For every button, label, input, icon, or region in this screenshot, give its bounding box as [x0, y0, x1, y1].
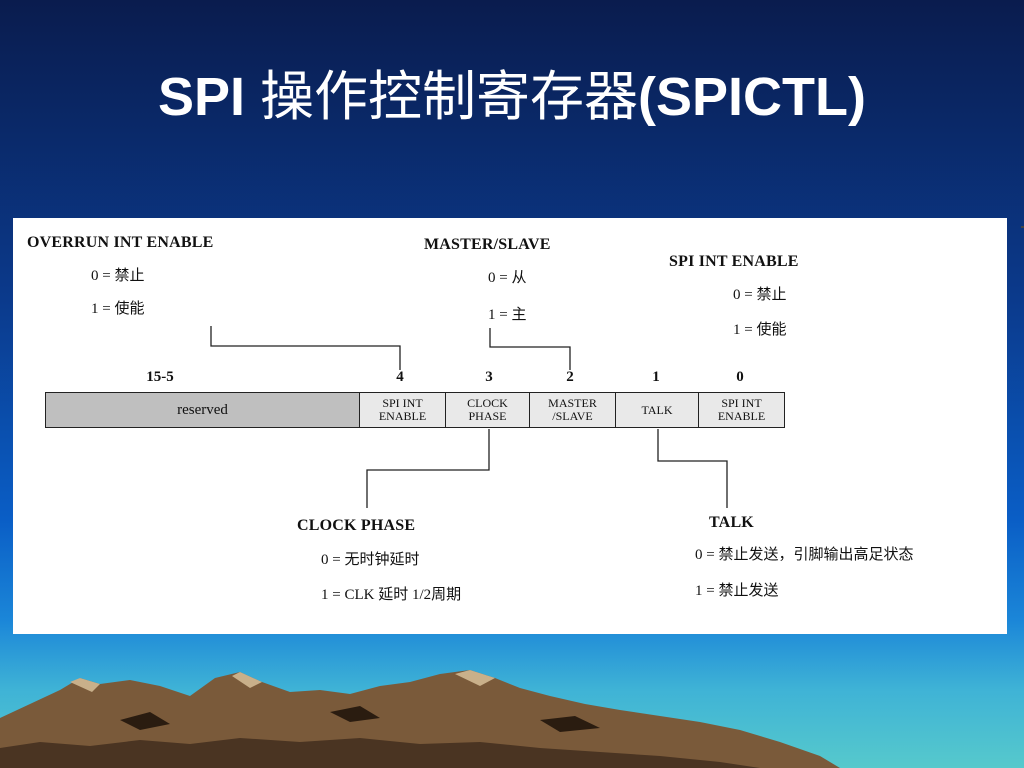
clock-phase-heading: CLOCK PHASE [297, 517, 416, 534]
master-slave-opt1: 1 = 主 [488, 307, 527, 323]
master-slave-opt0: 0 = 从 [488, 270, 527, 286]
master-slave-heading: MASTER/SLAVE [424, 236, 551, 253]
overrun-opt1: 1 = 使能 [91, 301, 145, 317]
spi-int-opt1: 1 = 使能 [733, 322, 787, 338]
register-row: reserved SPI INT ENABLE CLOCK PHASE MAST… [45, 392, 785, 428]
register-cell-spi-int-enable-4: SPI INT ENABLE [360, 393, 446, 427]
bit-number-15-5: 15-5 [146, 369, 174, 385]
overrun-opt0: 0 = 禁止 [91, 268, 145, 284]
overrun-connector [210, 326, 401, 370]
slide-title: SPI 操作控制寄存器(SPICTL) [0, 52, 1024, 131]
spi-int-opt0: 0 = 禁止 [733, 287, 787, 303]
clock-phase-opt0: 0 = 无时钟延时 [321, 552, 420, 568]
title-suffix: (SPICTL) [638, 67, 867, 127]
title-chinese: 操作控制寄存器 [260, 65, 639, 128]
clock-phase-opt1: 1 = CLK 延时 1/2周期 [321, 587, 462, 603]
bit-number-0: 0 [736, 369, 744, 385]
master-slave-connector [489, 328, 571, 370]
bit-number-3: 3 [485, 369, 493, 385]
spi-int-heading: SPI INT ENABLE [669, 253, 799, 270]
overrun-heading: OVERRUN INT ENABLE [27, 234, 214, 251]
register-cell-spi-int-enable-0: SPI INT ENABLE [699, 393, 784, 427]
diagram-panel: OVERRUN INT ENABLE 0 = 禁止 1 = 使能 MASTER/… [13, 218, 1007, 634]
connector-lines [210, 326, 728, 508]
mountain-range-decoration [0, 670, 840, 768]
talk-connector [657, 429, 728, 508]
talk-opt1: 1 = 禁止发送 [695, 583, 779, 599]
title-latin: SPI [157, 67, 246, 127]
register-cell-clock-phase: CLOCK PHASE [446, 393, 530, 427]
bit-number-4: 4 [396, 369, 404, 385]
bit-number-2: 2 [566, 369, 574, 385]
corner-mark [1021, 226, 1024, 228]
talk-opt0: 0 = 禁止发送，引脚输出高足状态 [695, 547, 914, 563]
talk-heading: TALK [709, 514, 754, 531]
register-cell-reserved: reserved [46, 393, 360, 427]
clock-phase-connector [366, 429, 490, 508]
register-cell-master-slave: MASTER /SLAVE [530, 393, 616, 427]
bit-number-1: 1 [652, 369, 660, 385]
register-cell-talk: TALK [616, 393, 699, 427]
